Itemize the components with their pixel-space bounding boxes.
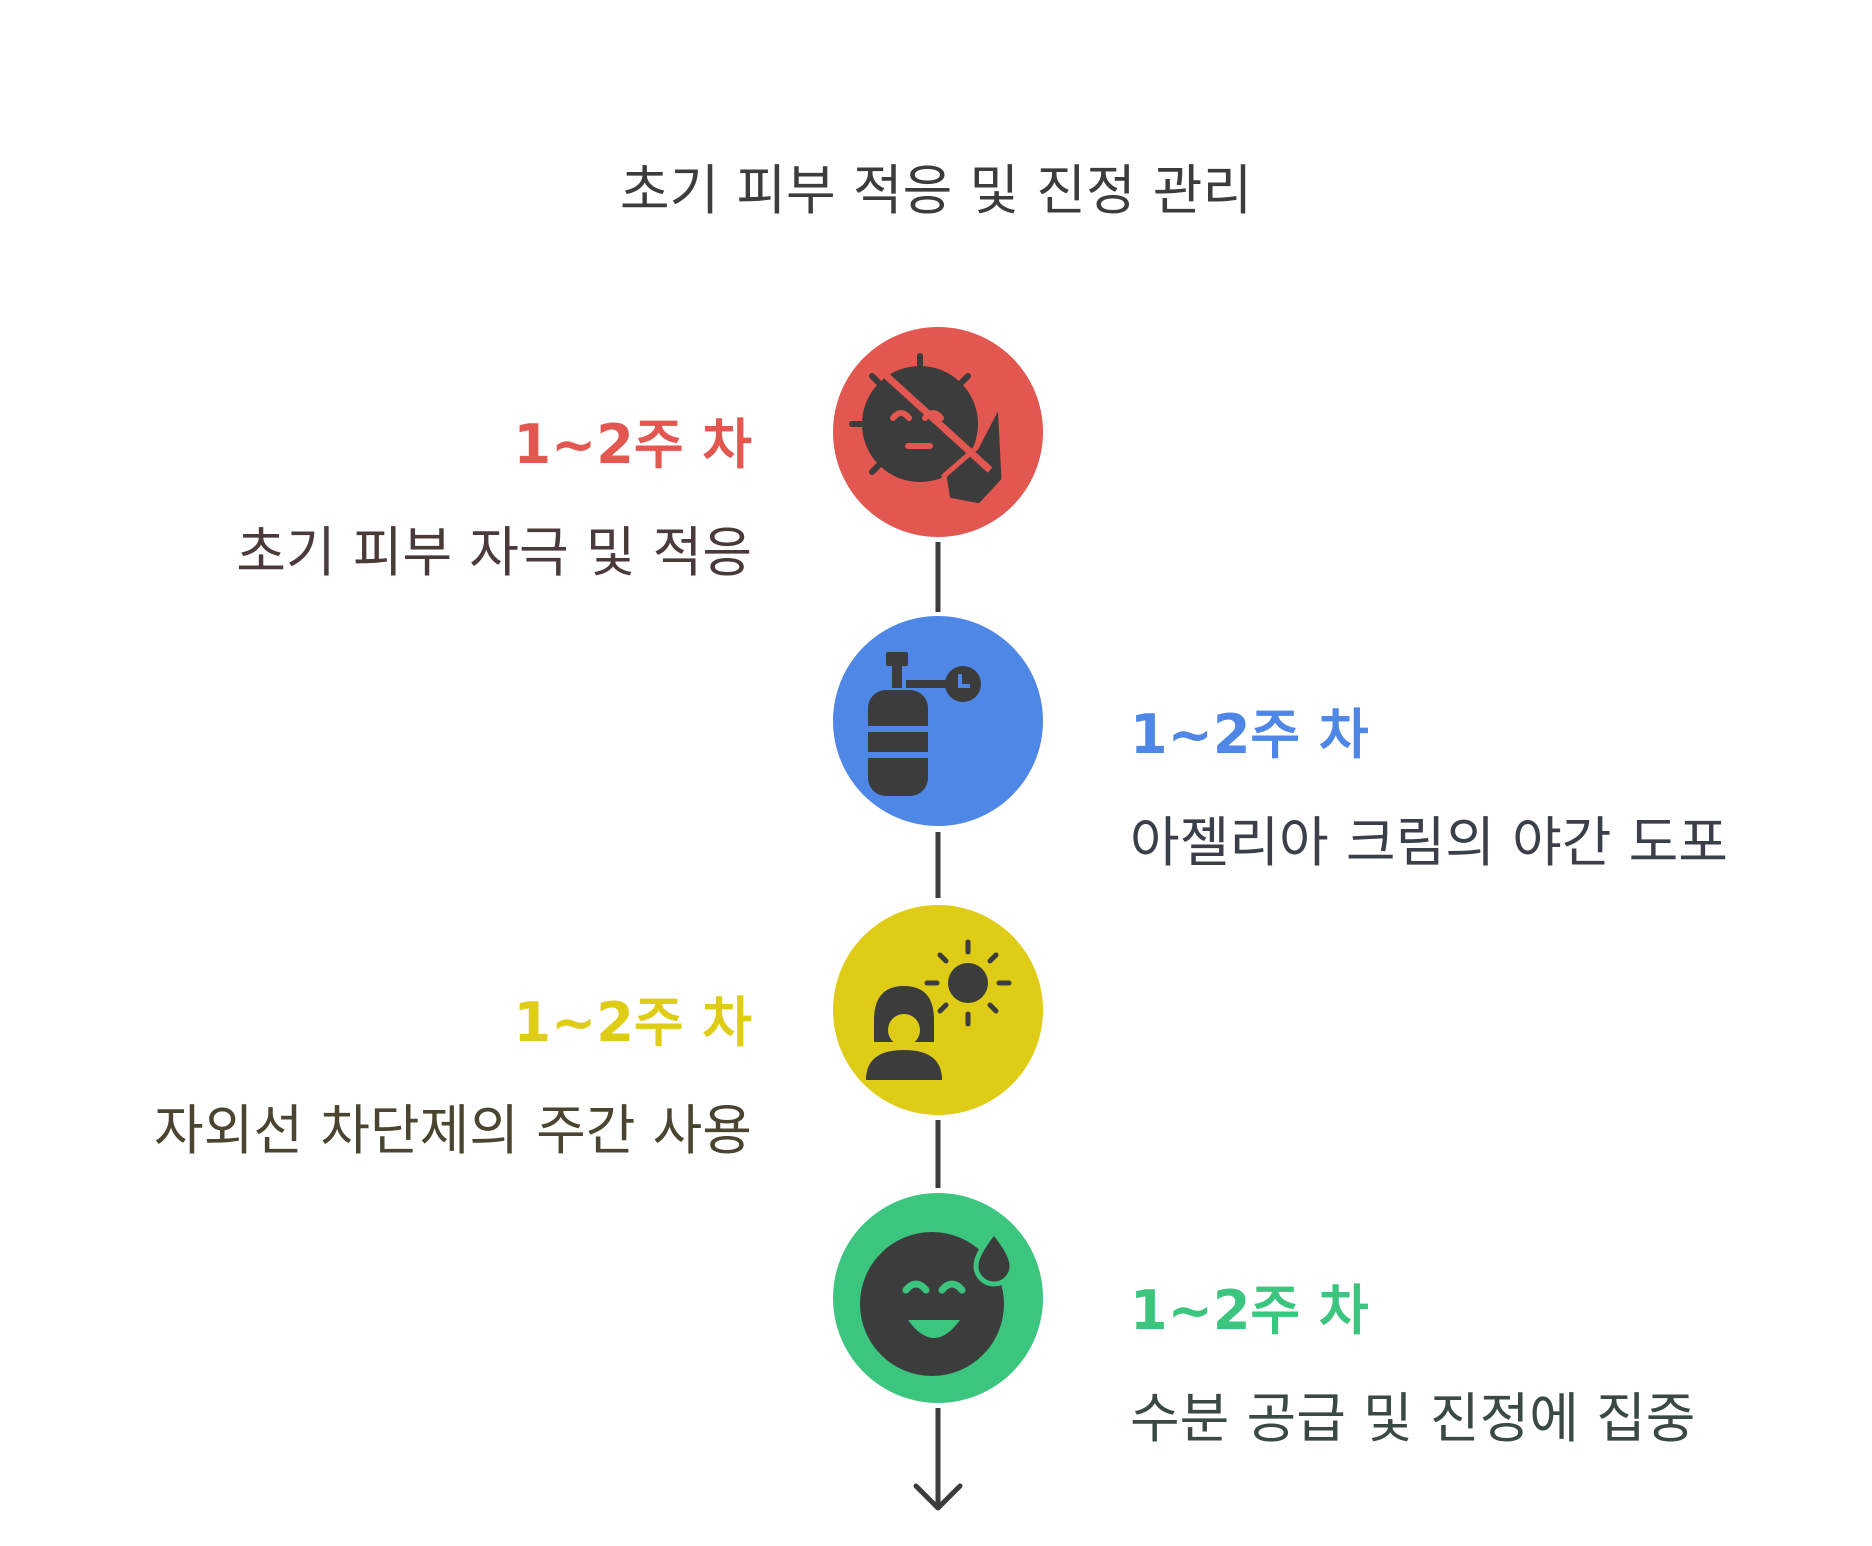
- step-2-description: 아젤리아 크림의 야간 도포: [1130, 811, 1728, 874]
- step-2-label: 1~2주 차: [1130, 703, 1369, 766]
- step-3-description: 자외선 차단제의 주간 사용: [154, 1099, 752, 1162]
- arrow-head-icon: [913, 1483, 963, 1511]
- step-2-circle: [833, 616, 1043, 826]
- woman-sun-icon: [866, 939, 1012, 1080]
- step-3-label: 1~2주 차: [513, 991, 752, 1054]
- step-1-label: 1~2주 차: [513, 413, 752, 476]
- irritated-face-icon: [849, 353, 1007, 509]
- step-4-label: 1~2주 차: [1130, 1279, 1369, 1342]
- step-4-description: 수분 공급 및 진정에 집중: [1130, 1387, 1696, 1450]
- sweat-smile-face-icon: [860, 1228, 1015, 1376]
- page-title: 초기 피부 적응 및 진정 관리: [619, 159, 1253, 222]
- spray-bottle-icon: [868, 652, 981, 796]
- step-1-description: 초기 피부 자극 및 적응: [236, 521, 752, 584]
